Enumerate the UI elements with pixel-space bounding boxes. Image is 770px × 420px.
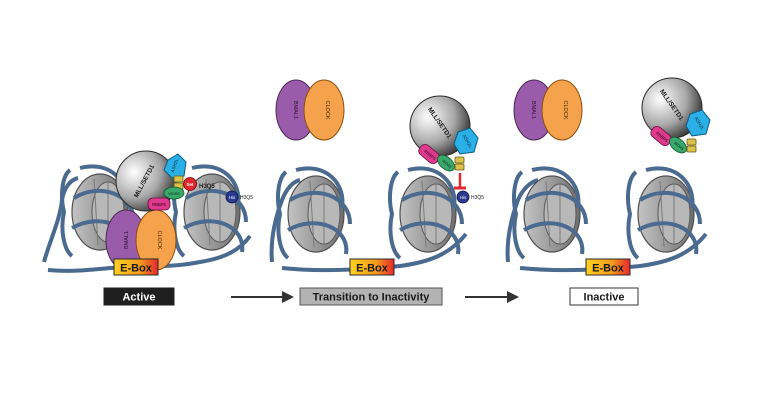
ash2l-label: ASH2L bbox=[170, 157, 180, 173]
rbbp5-label: RBBP5 bbox=[152, 202, 166, 207]
clock-protein bbox=[303, 79, 345, 141]
wdr5-label: WDR5 bbox=[441, 159, 452, 169]
ash2l-protein bbox=[685, 109, 711, 137]
state-badge-transition bbox=[299, 287, 443, 306]
dpy30-protein bbox=[686, 145, 697, 153]
rbbp5-protein bbox=[147, 197, 171, 211]
panel-transition: BMAL1 CLOCK MLL/SETD1 ASH2L RBBP5 WDR5 H… bbox=[269, 79, 484, 306]
ash2l-label: ASH2L bbox=[694, 116, 706, 131]
his-label: His bbox=[229, 195, 236, 200]
his-label: His bbox=[460, 195, 467, 200]
set-label: Set bbox=[186, 182, 194, 187]
bmal1-label: BMAL1 bbox=[530, 101, 536, 119]
state-label-transition: Transition to Inactivity bbox=[313, 292, 431, 304]
ash2l-label: ASH2L bbox=[462, 134, 474, 149]
dna-strand bbox=[519, 232, 708, 273]
ebox-label: E-Box bbox=[356, 263, 389, 275]
state-badge-active bbox=[103, 287, 175, 306]
wdr5-protein bbox=[437, 154, 455, 172]
dpy30-protein bbox=[686, 138, 697, 146]
clock-label: CLOCK bbox=[562, 101, 568, 120]
wdr5-protein bbox=[163, 186, 185, 200]
nucleosome bbox=[388, 166, 464, 261]
state-label-active: Active bbox=[122, 292, 155, 304]
h3q5-label: H3Q5 bbox=[199, 184, 215, 190]
arrow-to-inactive bbox=[465, 291, 519, 303]
dpy30-protein bbox=[173, 175, 184, 183]
dpy30-protein bbox=[454, 156, 465, 164]
clock-label: CLOCK bbox=[324, 101, 330, 120]
inhibition-symbol bbox=[454, 173, 466, 190]
ash2l-protein bbox=[453, 127, 479, 155]
wdr5-label: WDR5 bbox=[673, 141, 684, 151]
ebox-element bbox=[349, 258, 395, 276]
ebox-label: E-Box bbox=[120, 263, 153, 275]
panel-active: BMAL1 CLOCK MLL/SETD1 ASH2L WDR5 RBBP5 S… bbox=[42, 150, 253, 306]
arrow-to-transition bbox=[231, 291, 294, 303]
ebox-element bbox=[113, 258, 159, 276]
bmal1-label: BMAL1 bbox=[292, 101, 298, 119]
nucleosome bbox=[512, 166, 588, 261]
panel-inactive: BMAL1 CLOCK MLL/SETD1 ASH2L RBBP5 WDR5 E… bbox=[505, 77, 711, 306]
wdr5-protein bbox=[669, 136, 687, 154]
dna-strand bbox=[281, 232, 468, 273]
set-domain bbox=[183, 177, 197, 191]
dna-strand bbox=[269, 178, 301, 263]
bmal1-label: BMAL1 bbox=[124, 231, 130, 249]
dpy30-protein bbox=[454, 163, 465, 171]
nucleosome bbox=[276, 166, 352, 261]
h3q5-label: H3Q5 bbox=[240, 195, 253, 201]
dna-strand bbox=[505, 178, 539, 263]
state-label-inactive: Inactive bbox=[584, 292, 625, 304]
ash2l-protein bbox=[163, 153, 187, 179]
state-badge-inactive bbox=[569, 287, 639, 306]
wdr5-label: WDR5 bbox=[168, 192, 179, 196]
h3q5-label: H3Q5 bbox=[471, 195, 484, 201]
his-residue bbox=[225, 190, 239, 204]
ebox-element bbox=[585, 258, 631, 276]
ebox-label: E-Box bbox=[592, 263, 625, 275]
nucleosome bbox=[626, 166, 702, 261]
clock-protein bbox=[541, 79, 583, 141]
his-residue bbox=[456, 190, 470, 204]
clock-label: CLOCK bbox=[156, 231, 162, 250]
